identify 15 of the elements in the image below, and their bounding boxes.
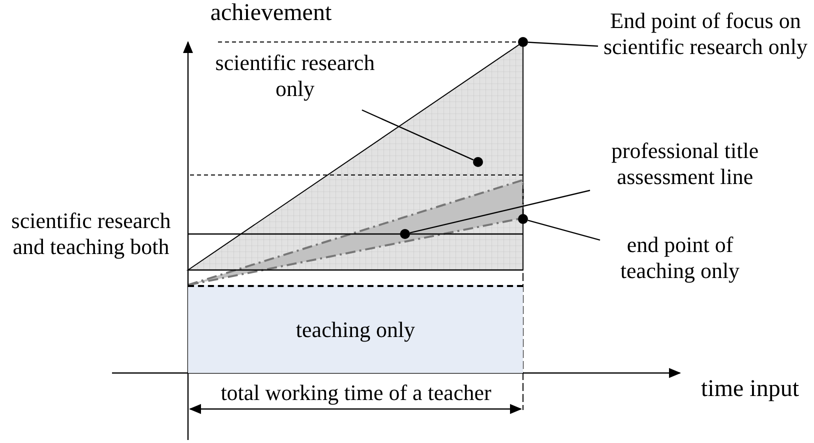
leader-line — [528, 220, 600, 241]
callout-text: End point of focus on scientific research only — [598, 8, 813, 96]
leader-line — [410, 190, 590, 234]
axis-title: time input — [700, 376, 800, 402]
point-marker — [518, 37, 528, 47]
point-marker — [518, 214, 528, 224]
dimension-label: total working time of a teacher — [220, 380, 492, 406]
callout-text: professional title assessment line — [590, 138, 780, 198]
callout-text: end point of teaching only — [600, 232, 760, 292]
callout-text: scientific research only — [205, 50, 385, 110]
region-label: scientific research and teaching both — [10, 208, 172, 260]
leader-line — [528, 42, 598, 47]
leader-line — [362, 109, 474, 160]
axis-title: achievement — [209, 0, 333, 26]
teaching-region: teaching only — [188, 285, 523, 373]
